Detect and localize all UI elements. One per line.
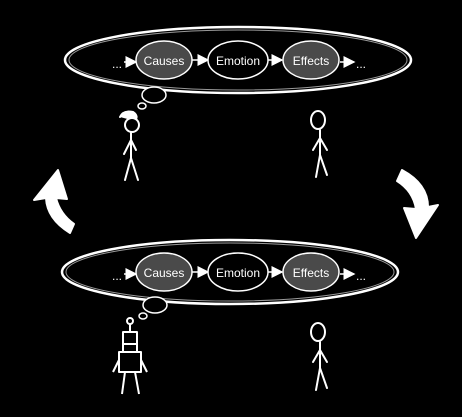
- top-node-emotion-label: Emotion: [216, 54, 260, 68]
- bottom-node-emotion-label: Emotion: [216, 266, 260, 280]
- bottom-scene: ... Causes Emotion Effects ...: [60, 238, 400, 395]
- bottom-node-causes-label: Causes: [144, 266, 185, 280]
- top-scene: ... Causes Emotion Effects ...: [63, 25, 413, 181]
- top-node-causes-label: Causes: [144, 54, 185, 68]
- bottom-trail-ellipsis: ...: [356, 269, 366, 283]
- top-trail-ellipsis: ...: [356, 57, 366, 71]
- bottom-thought-bubble-large: [142, 296, 168, 314]
- bottom-thought-bubble-small: [138, 312, 148, 320]
- human-icon: [310, 110, 328, 178]
- bottom-node-effects-label: Effects: [293, 266, 329, 280]
- curved-arrow-down-icon: [396, 169, 439, 239]
- human-icon: [310, 322, 328, 391]
- top-thought-ellipse: [63, 25, 413, 95]
- top-lead-ellipsis: ...: [112, 57, 122, 71]
- bottom-node-effects: [282, 252, 340, 292]
- bottom-thought-ellipse-inner: [65, 242, 395, 302]
- robot-icon: [112, 317, 148, 395]
- top-thought-ellipse-inner: [68, 29, 408, 91]
- top-node-effects: [282, 40, 340, 80]
- top-node-effects-label: Effects: [293, 54, 329, 68]
- bottom-lead-ellipsis: ...: [112, 269, 122, 283]
- top-thought-bubble-small: [137, 102, 147, 110]
- top-thought-bubble-large: [141, 86, 167, 104]
- bottom-thought-ellipse: [60, 238, 400, 306]
- curved-arrow-up-icon: [33, 169, 75, 234]
- human-with-hair-icon: [119, 110, 140, 181]
